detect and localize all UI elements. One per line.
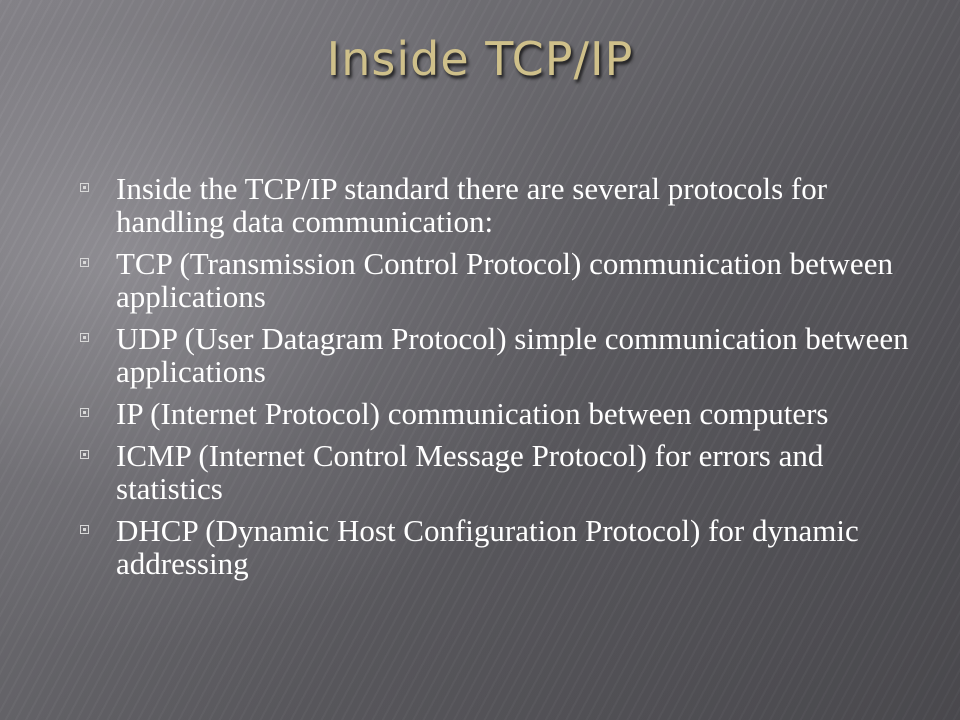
bullet-text: Inside the TCP/IP standard there are sev… [116,171,828,239]
square-bullet-icon [80,525,89,534]
list-item: IP (Internet Protocol) communication bet… [78,397,918,430]
list-item: UDP (User Datagram Protocol) simple comm… [78,322,918,388]
square-bullet-icon [80,333,89,342]
bullet-list: Inside the TCP/IP standard there are sev… [78,172,918,589]
slide-title: Inside TCP/IP [326,32,634,86]
square-bullet-icon [80,183,89,192]
bullet-text: ICMP (Internet Control Message Protocol)… [116,438,824,506]
list-item: TCP (Transmission Control Protocol) comm… [78,247,918,313]
bullet-text: IP (Internet Protocol) communication bet… [116,396,829,431]
list-item: ICMP (Internet Control Message Protocol)… [78,439,918,505]
bullet-text: DHCP (Dynamic Host Configuration Protoco… [116,513,859,581]
square-bullet-icon [80,258,89,267]
square-bullet-icon [80,408,89,417]
square-bullet-icon [80,450,89,459]
list-item: Inside the TCP/IP standard there are sev… [78,172,918,238]
bullet-text: TCP (Transmission Control Protocol) comm… [116,246,893,314]
list-item: DHCP (Dynamic Host Configuration Protoco… [78,514,918,580]
bullet-text: UDP (User Datagram Protocol) simple comm… [116,321,909,389]
